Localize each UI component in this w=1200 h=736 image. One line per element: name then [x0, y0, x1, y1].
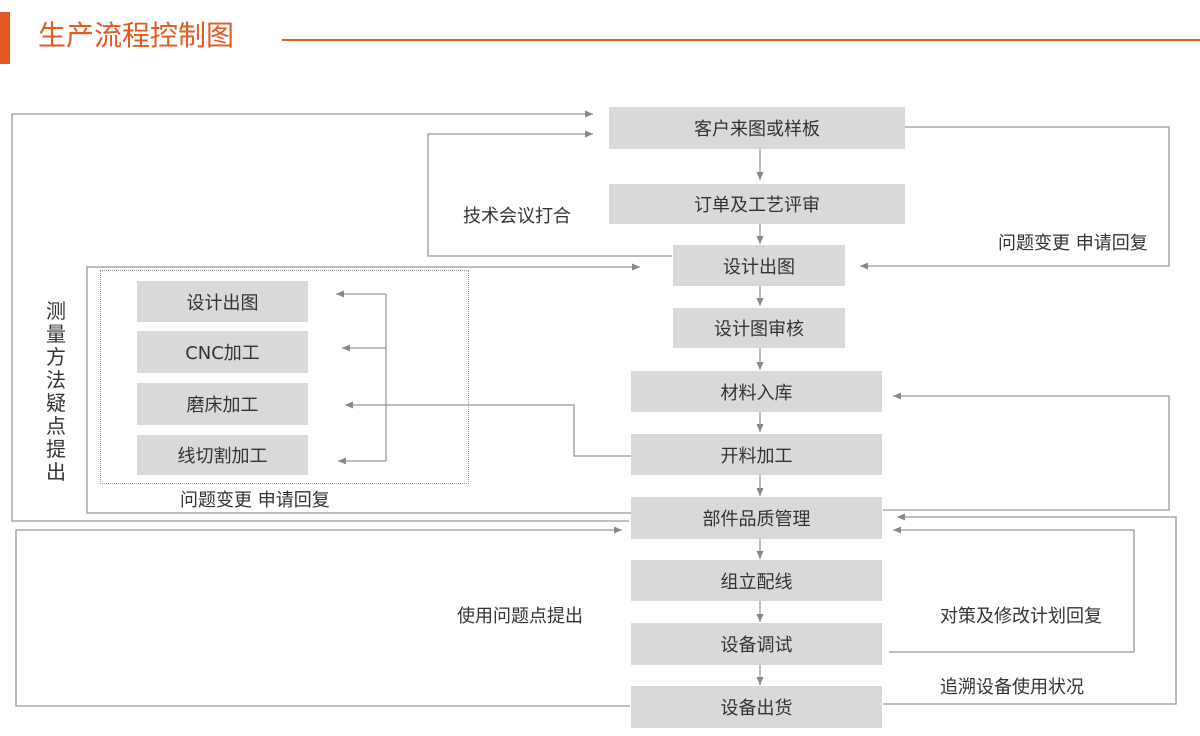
title-divider-line: [282, 39, 1200, 41]
label-countermeasure: 对策及修改计划回复: [940, 606, 1102, 627]
box-order-review: 订单及工艺评审: [609, 184, 905, 224]
loop-countermeasure: [889, 526, 1135, 653]
label-change-request-right: 问题变更 申请回复: [998, 233, 1148, 254]
link-cutting-to-group: [345, 401, 631, 457]
box-equipment-debug: 设备调试: [631, 623, 882, 665]
page-title: 生产流程控制图: [38, 19, 235, 52]
box-assembly-wiring: 组立配线: [631, 560, 882, 601]
loop-quality-to-storage: [883, 392, 1170, 511]
process-group-frame: [100, 270, 469, 484]
box-design-drawing: 设计出图: [673, 245, 845, 286]
loop-tech-meeting: [427, 130, 672, 257]
loop-usage-issue: [15, 526, 630, 707]
group-item-cnc: CNC加工: [137, 331, 308, 373]
label-tech-meeting: 技术会议打合: [463, 206, 571, 227]
title-accent-bar: [0, 12, 10, 64]
loop-change-request-right: [860, 126, 1170, 270]
label-measurement-issue: 测量方法疑点提出: [46, 299, 66, 484]
label-usage-issue: 使用问题点提出: [457, 606, 583, 627]
group-item-wire-cutting: 线切割加工: [137, 435, 308, 475]
loop-trace-usage: [883, 513, 1177, 705]
box-equipment-shipping: 设备出货: [631, 686, 882, 728]
box-design-review: 设计图审核: [673, 308, 845, 348]
box-material-cutting: 开料加工: [631, 434, 882, 475]
box-customer-drawing: 客户来图或样板: [609, 107, 905, 149]
box-material-storage: 材料入库: [631, 371, 882, 412]
box-parts-quality: 部件品质管理: [631, 497, 882, 539]
label-trace-usage: 追溯设备使用状况: [940, 677, 1084, 698]
label-change-request-left: 问题变更 申请回复: [180, 490, 330, 511]
loop-change-request-left: [86, 263, 640, 514]
loop-measurement-issue: [11, 110, 629, 522]
group-item-design-drawing: 设计出图: [137, 281, 308, 322]
group-item-grinding: 磨床加工: [137, 383, 308, 425]
